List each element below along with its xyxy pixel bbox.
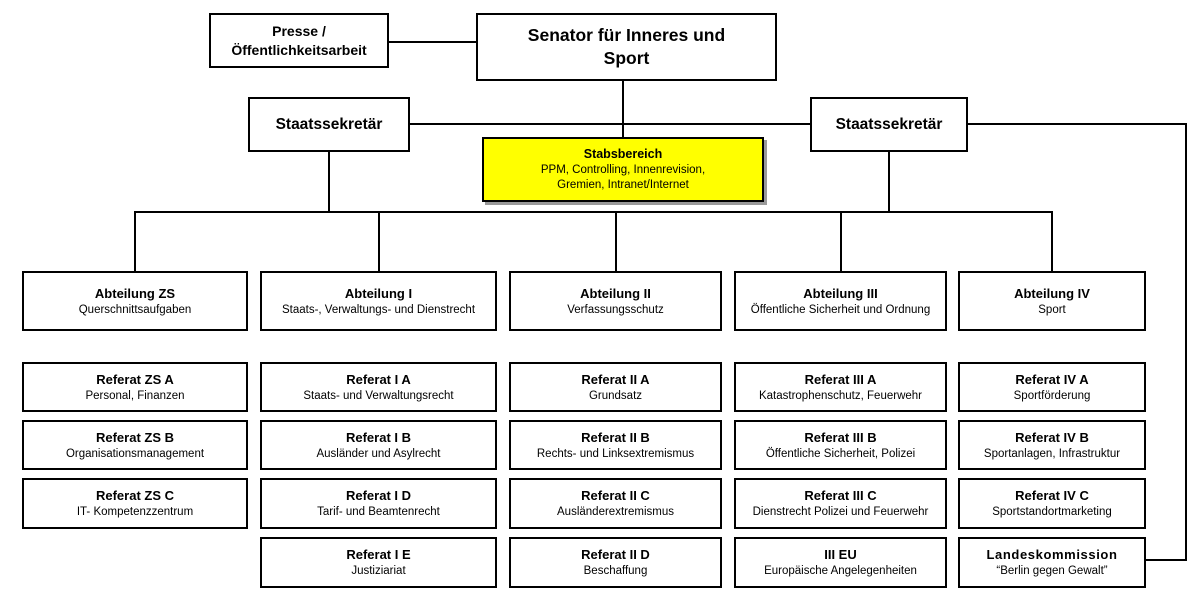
node-referat-ii-d: Referat II D Beschaffung — [509, 537, 722, 588]
node-title: Referat ZS C — [95, 488, 175, 503]
node-abteilung-iv: Abteilung IV Sport — [958, 271, 1146, 331]
node-title: Referat II C — [581, 488, 650, 503]
node-staatssekretaer-right: Staatssekretär — [810, 97, 968, 152]
node-title: Referat IV B — [1015, 429, 1089, 445]
node-title: Referat II A — [581, 371, 650, 387]
connector-right-branch-landeskommission — [968, 123, 1187, 561]
node-subtitle: Europäische Angelegenheiten — [764, 565, 917, 577]
node-subtitle: Staats-, Verwaltungs- und Dienstrecht — [281, 303, 476, 316]
node-title: Referat II B — [581, 429, 650, 445]
node-title: Presse / — [272, 22, 326, 39]
node-subtitle: Öffentliche Sicherheit und Ordnung — [750, 303, 931, 316]
node-subtitle: Grundsatz — [588, 389, 643, 402]
node-title: Stabsbereich — [583, 147, 663, 161]
node-referat-iv-a: Referat IV A Sportförderung — [958, 362, 1146, 412]
node-title: Referat ZS A — [96, 371, 174, 387]
node-title: Referat I D — [345, 488, 412, 503]
node-subtitle: “Berlin gegen Gewalt” — [996, 565, 1108, 577]
node-title: Abteilung III — [803, 285, 878, 301]
node-title: Referat III A — [804, 371, 877, 387]
node-title: Referat III C — [804, 488, 877, 503]
node-subtitle: Verfassungsschutz — [567, 303, 664, 316]
node-subtitle: Beschaffung — [583, 565, 648, 577]
node-stabsbereich: Stabsbereich PPM, Controlling, Innenrevi… — [482, 137, 764, 202]
node-referat-iv-b: Referat IV B Sportanlagen, Infrastruktur — [958, 420, 1146, 470]
node-title-line2: Öffentlichkeitsarbeit — [231, 41, 367, 58]
node-referat-i-d: Referat I D Tarif- und Beamtenrecht — [260, 478, 497, 529]
node-title: Landeskommission — [986, 547, 1118, 562]
node-referat-i-e: Referat I E Justiziariat — [260, 537, 497, 588]
node-title: Abteilung I — [344, 285, 413, 301]
node-title: Referat II D — [581, 547, 650, 562]
node-title: Referat ZS B — [95, 429, 175, 445]
node-title: Senator für Inneres und — [527, 25, 726, 45]
node-subtitle: Sportstandortmarketing — [992, 506, 1112, 518]
node-subtitle: Sportförderung — [1013, 389, 1091, 402]
connector-trunk — [134, 211, 1053, 271]
node-abteilung-iii: Abteilung III Öffentliche Sicherheit und… — [734, 271, 947, 331]
node-subtitle: Ausländer und Asylrecht — [316, 447, 441, 460]
node-referat-ii-a: Referat II A Grundsatz — [509, 362, 722, 412]
node-subtitle: Personal, Finanzen — [85, 389, 185, 402]
node-referat-zs-b: Referat ZS B Organisationsmanagement — [22, 420, 248, 470]
node-title: Referat I E — [346, 547, 411, 562]
node-referat-iv-c: Referat IV C Sportstandortmarketing — [958, 478, 1146, 529]
node-referat-iii-a: Referat III A Katastrophenschutz, Feuerw… — [734, 362, 947, 412]
node-referat-i-a: Referat I A Staats- und Verwaltungsrecht — [260, 362, 497, 412]
node-subtitle: Tarif- und Beamtenrecht — [317, 506, 440, 518]
node-title: Abteilung II — [580, 285, 651, 301]
node-subtitle: Justiziariat — [351, 565, 406, 577]
node-subtitle: IT- Kompetenzzentrum — [76, 506, 194, 518]
node-senator: Senator für Inneres und Sport — [476, 13, 777, 81]
node-title: Referat IV C — [1015, 488, 1089, 503]
node-title: Referat I A — [346, 371, 411, 387]
node-landeskommission: Landeskommission “Berlin gegen Gewalt” — [958, 537, 1146, 588]
node-subtitle: Querschnittsaufgaben — [78, 303, 192, 316]
node-referat-iii-c: Referat III C Dienstrecht Polizei und Fe… — [734, 478, 947, 529]
node-referat-ii-b: Referat II B Rechts- und Linksextremismu… — [509, 420, 722, 470]
node-subtitle: Staats- und Verwaltungsrecht — [303, 389, 454, 402]
node-subtitle: Öffentliche Sicherheit, Polizei — [765, 447, 916, 460]
node-title: Referat III B — [804, 429, 877, 445]
node-referat-ii-c: Referat II C Ausländerextremismus — [509, 478, 722, 529]
node-referat-zs-c: Referat ZS C IT- Kompetenzzentrum — [22, 478, 248, 529]
node-title: Abteilung ZS — [94, 285, 176, 301]
node-staatssekretaer-left: Staatssekretär — [248, 97, 410, 152]
node-subtitle: Organisationsmanagement — [65, 447, 205, 460]
node-subtitle-line2: Gremien, Intranet/Internet — [557, 179, 689, 191]
node-title-line2: Sport — [603, 48, 650, 68]
node-referat-i-b: Referat I B Ausländer und Asylrecht — [260, 420, 497, 470]
node-title: Referat IV A — [1015, 371, 1089, 387]
node-subtitle: Sportanlagen, Infrastruktur — [983, 447, 1121, 460]
node-title: Staatssekretär — [275, 116, 383, 133]
node-iii-eu: III EU Europäische Angelegenheiten — [734, 537, 947, 588]
node-subtitle: Katastrophenschutz, Feuerwehr — [758, 389, 922, 402]
node-subtitle: Ausländerextremismus — [557, 506, 674, 518]
node-title: III EU — [824, 547, 857, 562]
node-subtitle: Rechts- und Linksextremismus — [536, 447, 695, 460]
node-subtitle: Dienstrecht Polizei und Feuerwehr — [752, 506, 929, 518]
node-referat-zs-a: Referat ZS A Personal, Finanzen — [22, 362, 248, 412]
node-abteilung-ii: Abteilung II Verfassungsschutz — [509, 271, 722, 331]
node-title: Referat I B — [345, 429, 412, 445]
node-title: Staatssekretär — [835, 116, 943, 133]
node-title: Abteilung IV — [1014, 285, 1090, 301]
node-abteilung-i: Abteilung I Staats-, Verwaltungs- und Di… — [260, 271, 497, 331]
node-presse: Presse / Öffentlichkeitsarbeit — [209, 13, 389, 68]
node-subtitle: Sport — [1038, 303, 1066, 316]
node-subtitle: PPM, Controlling, Innenrevision, — [540, 164, 706, 176]
node-referat-iii-b: Referat III B Öffentliche Sicherheit, Po… — [734, 420, 947, 470]
node-abteilung-zs: Abteilung ZS Querschnittsaufgaben — [22, 271, 248, 331]
